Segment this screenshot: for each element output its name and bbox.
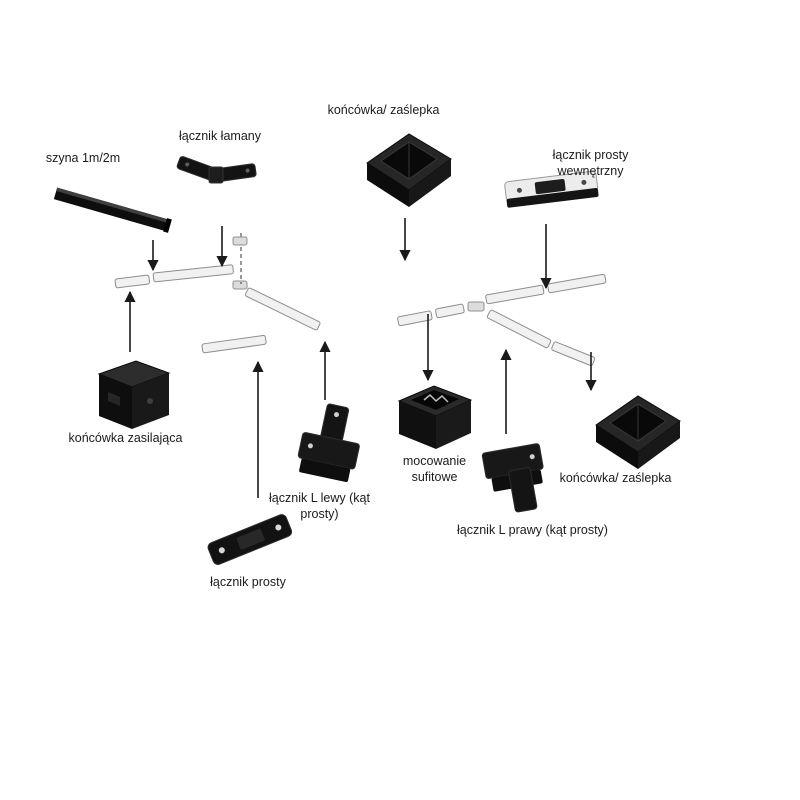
lacznik-lamany-graphic [176,156,257,184]
mocowanie-sufitowe-label: mocowanie sufitowe [402,454,467,484]
lacznik-l-lewy-graphic [297,403,360,483]
right-rail-assembly-graphic [397,273,607,367]
koncowka-zaslepka-right-label: końcówka/ zaślepka [559,471,672,485]
left-rail-assembly-graphic [114,264,321,354]
lacznik-prosty-wewnetrzny-graphic [504,170,599,208]
koncowka-zasilajaca-label: końcówka zasilająca [68,431,183,445]
koncowka-zasilajaca-graphic [97,360,171,429]
lacznik-l-prawy-graphic [481,443,544,513]
koncowka-zaslepka-top-label: końcówka/ zaślepka [327,103,440,117]
koncowka-zaslepka-right-graphic [595,395,681,470]
szyna-graphic [53,187,172,233]
lacznik-prosty-label: łącznik prosty [210,575,286,589]
lacznik-prosty-graphic [207,514,293,565]
mocowanie-sufitowe-graphic [397,385,473,449]
szyna-label: szyna 1m/2m [45,151,121,165]
small-plug-piece [232,236,248,246]
koncowka-zaslepka-top-graphic [366,133,452,208]
lacznik-lamany-label: łącznik łamany [179,129,261,143]
lacznik-l-prawy-label: łącznik L prawy (kąt prosty) [457,523,608,537]
lacznik-prosty-wewnetrzny-label: łącznik prosty wewnętrzny [552,148,629,178]
lacznik-l-lewy-label: łącznik L lewy (kąt prosty) [269,491,370,521]
